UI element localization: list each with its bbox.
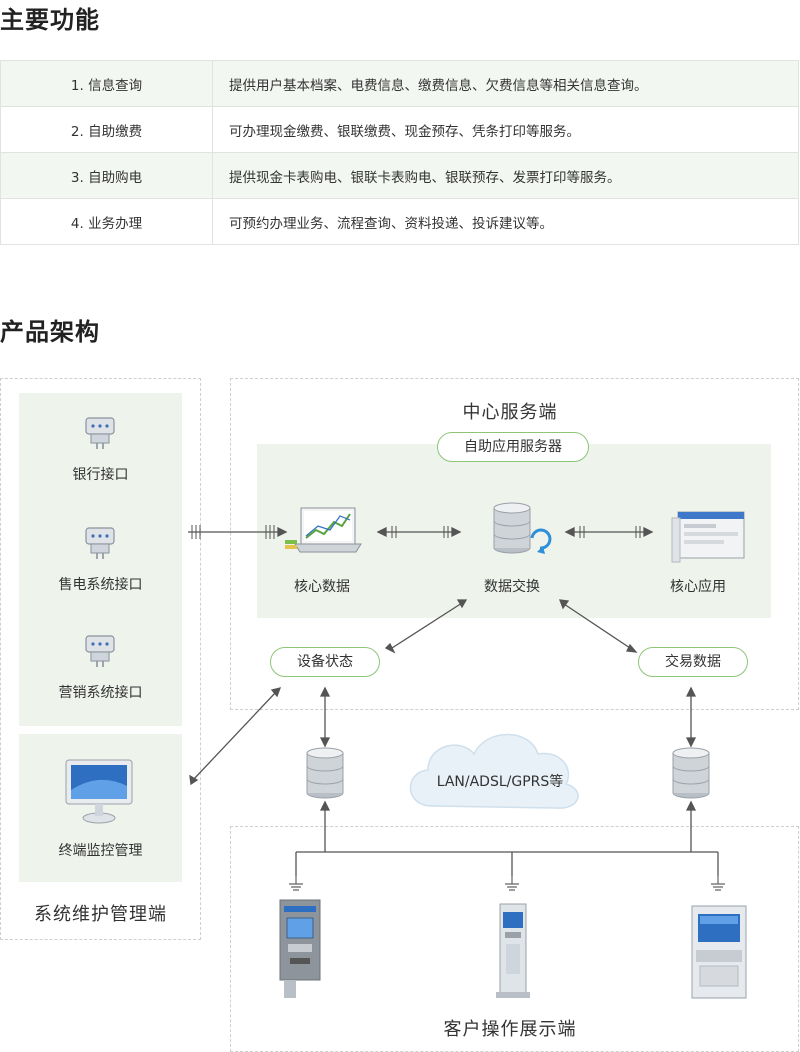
table-row: 1. 信息查询 提供用户基本档案、电费信息、缴费信息、欠费信息等相关信息查询。 — [0, 60, 799, 107]
table-row: 2. 自助缴费 可办理现金缴费、银联缴费、现金预存、凭条打印等服务。 — [0, 106, 799, 153]
table-row: 4. 业务办理 可预约办理业务、流程查询、资料投递、投诉建议等。 — [0, 198, 799, 245]
client-caption: 客户操作展示端 — [443, 1019, 577, 1040]
core-data-label: 核心数据 — [294, 579, 350, 595]
architecture-title: 产品架构 — [0, 318, 100, 346]
features-title: 主要功能 — [0, 6, 100, 34]
feature-desc: 可预约办理业务、流程查询、资料投递、投诉建议等。 — [212, 198, 799, 245]
center-server-panel — [230, 378, 799, 710]
maintenance-panel — [0, 378, 201, 940]
feature-name: 4. 业务办理 — [0, 198, 213, 245]
feature-desc: 可办理现金缴费、银联缴费、现金预存、凭条打印等服务。 — [212, 106, 799, 153]
desk-kiosk-icon — [691, 905, 747, 999]
sales-interface-label: 售电系统接口 — [58, 577, 143, 593]
laptop-icon — [285, 507, 362, 553]
feature-name: 1. 信息查询 — [0, 60, 213, 107]
server-pill: 自助应用服务器 — [437, 432, 589, 462]
center-server-caption: 中心服务端 — [462, 402, 558, 423]
feature-name: 3. 自助购电 — [0, 152, 213, 199]
features-table: 1. 信息查询 提供用户基本档案、电费信息、缴费信息、欠费信息等相关信息查询。 … — [0, 60, 799, 245]
trade-data-pill: 交易数据 — [638, 647, 748, 677]
bank-interface-icon — [85, 417, 115, 450]
monitor-label: 终端监控管理 — [58, 843, 143, 859]
network-label: LAN/ADSL/GPRS等 — [436, 774, 564, 790]
atm-kiosk-icon — [279, 899, 321, 998]
interfaces-box — [19, 393, 182, 726]
cloud-icon — [409, 733, 579, 809]
marketing-interface-label: 营销系统接口 — [58, 685, 143, 701]
application-window-icon — [671, 511, 745, 563]
core-app-label: 核心应用 — [670, 579, 726, 595]
monitor-icon — [65, 759, 133, 824]
marketing-interface-icon — [85, 635, 115, 668]
table-row: 3. 自助购电 提供现金卡表购电、银联卡表购电、银联预存、发票打印等服务。 — [0, 152, 799, 199]
status-db-icon — [306, 747, 344, 799]
feature-desc: 提供现金卡表购电、银联卡表购电、银联预存、发票打印等服务。 — [212, 152, 799, 199]
data-exchange-label: 数据交换 — [484, 579, 540, 595]
device-status-pill: 设备状态 — [270, 647, 380, 677]
maintenance-caption: 系统维护管理端 — [34, 904, 167, 925]
standing-kiosk-icon — [496, 903, 530, 998]
database-exchange-icon — [493, 502, 552, 554]
trade-db-icon — [672, 747, 710, 799]
feature-desc: 提供用户基本档案、电费信息、缴费信息、欠费信息等相关信息查询。 — [212, 60, 799, 107]
connection-arrows — [188, 525, 719, 876]
sales-interface-icon — [85, 527, 115, 560]
bank-interface-label: 银行接口 — [72, 467, 129, 483]
